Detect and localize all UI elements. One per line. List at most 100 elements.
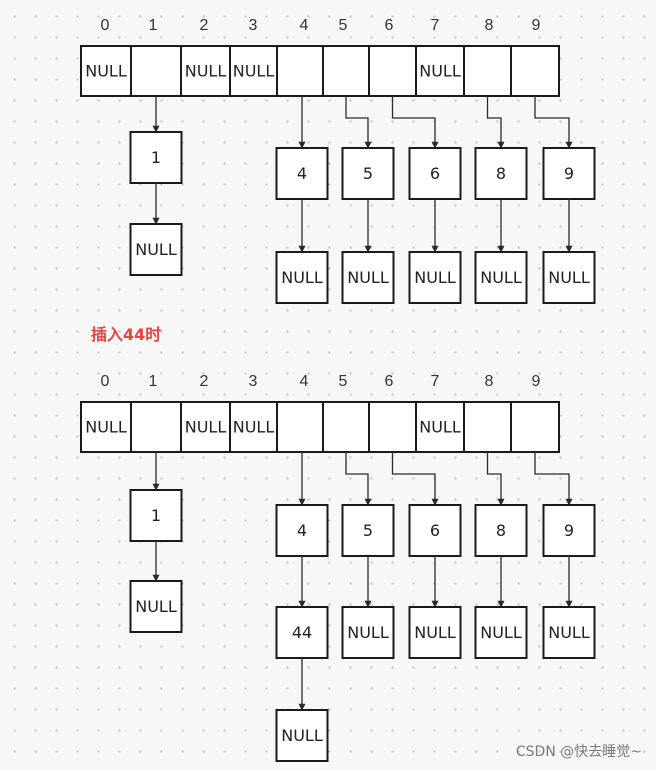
slot-index-label: 7 xyxy=(431,17,440,34)
chain-node-label: 1 xyxy=(151,506,161,525)
null-node xyxy=(408,606,462,659)
array-cell-2 xyxy=(180,401,231,453)
array-cell-5 xyxy=(322,45,370,97)
slot-index-label: 5 xyxy=(339,17,348,34)
null-node xyxy=(474,251,528,304)
array-cell-8 xyxy=(463,401,512,453)
chain-node-label: NULL xyxy=(414,268,456,287)
null-node xyxy=(341,606,395,659)
chain-node-label: 9 xyxy=(564,521,574,540)
slot-index-label: 1 xyxy=(149,373,158,390)
slot-index-label: 7 xyxy=(431,373,440,390)
chain-node-label: 8 xyxy=(496,164,506,183)
slot-index-label: 2 xyxy=(200,17,209,34)
pointer-arrow xyxy=(391,452,439,506)
chain-node-label: 1 xyxy=(151,148,161,167)
chain-node xyxy=(408,504,462,557)
null-node xyxy=(129,580,183,633)
chain-node-label: 44 xyxy=(292,623,312,642)
chain-node xyxy=(542,147,596,200)
chain-node xyxy=(341,504,395,557)
array-cell-4 xyxy=(276,45,324,97)
null-node xyxy=(275,251,329,304)
array-cell-label: NULL xyxy=(85,418,127,437)
slot-index-label: 9 xyxy=(532,373,541,390)
array-cell-9 xyxy=(510,401,560,453)
array-cell-8 xyxy=(463,45,512,97)
pointer-arrow xyxy=(345,452,372,506)
chain-node xyxy=(129,131,183,184)
null-node xyxy=(341,251,395,304)
array-cell-label: NULL xyxy=(419,62,461,81)
slot-index-label: 3 xyxy=(249,373,258,390)
slot-index-label: 0 xyxy=(101,17,110,34)
chain-node-label: NULL xyxy=(548,623,590,642)
insert-heading: 插入44时 xyxy=(91,325,161,344)
null-node xyxy=(275,709,329,762)
array-cell-0 xyxy=(80,45,132,97)
array-cell-1 xyxy=(130,401,182,453)
chain-node xyxy=(275,147,329,200)
array-cell-label: NULL xyxy=(233,62,275,81)
pointer-arrow xyxy=(391,96,439,149)
array-cell-label: NULL xyxy=(419,418,461,437)
array-cell-label: NULL xyxy=(233,418,275,437)
slot-index-label: 3 xyxy=(249,17,258,34)
null-node xyxy=(474,606,528,659)
chain-node-label: NULL xyxy=(281,726,323,745)
chain-node-label: NULL xyxy=(281,268,323,287)
array-cell-label: NULL xyxy=(185,418,227,437)
array-cell-6 xyxy=(368,45,417,97)
chain-node-label: 9 xyxy=(564,164,574,183)
pointer-arrow xyxy=(486,96,505,149)
array-cell-3 xyxy=(229,401,278,453)
array-cell-4 xyxy=(276,401,324,453)
slot-index-label: 6 xyxy=(385,17,394,34)
slot-index-label: 5 xyxy=(339,373,348,390)
array-cell-7 xyxy=(415,401,465,453)
chain-node-label: NULL xyxy=(414,623,456,642)
slot-index-label: 9 xyxy=(532,17,541,34)
chain-node-label: 4 xyxy=(297,521,307,540)
chain-node-label: 6 xyxy=(430,521,440,540)
chain-node-label: NULL xyxy=(480,268,522,287)
array-cell-label: NULL xyxy=(185,62,227,81)
array-cell-2 xyxy=(180,45,231,97)
chain-node xyxy=(275,504,329,557)
array-cell-label: NULL xyxy=(85,62,127,81)
array-cell-6 xyxy=(368,401,417,453)
null-node xyxy=(542,251,596,304)
null-node xyxy=(542,606,596,659)
array-cell-5 xyxy=(322,401,370,453)
array-cell-1 xyxy=(130,45,182,97)
chain-node-label: 4 xyxy=(297,164,307,183)
chain-node xyxy=(474,504,528,557)
chain-node-label: 6 xyxy=(430,164,440,183)
chain-node-label: NULL xyxy=(347,623,389,642)
chain-node-label: NULL xyxy=(548,268,590,287)
chain-node-label: NULL xyxy=(480,623,522,642)
pointer-arrow xyxy=(534,96,573,149)
null-node xyxy=(408,251,462,304)
pointer-arrow xyxy=(345,96,372,149)
slot-index-label: 8 xyxy=(485,373,494,390)
array-cell-3 xyxy=(229,45,278,97)
slot-index-label: 1 xyxy=(149,17,158,34)
array-cell-0 xyxy=(80,401,132,453)
chain-node xyxy=(408,147,462,200)
chain-node-label: NULL xyxy=(347,268,389,287)
null-node xyxy=(129,223,183,276)
chain-node-label: 5 xyxy=(363,164,373,183)
chain-node xyxy=(474,147,528,200)
chain-node xyxy=(129,489,183,542)
chain-node-label: NULL xyxy=(135,240,177,259)
chain-node xyxy=(341,147,395,200)
chain-node-label: 5 xyxy=(363,521,373,540)
slot-index-label: 0 xyxy=(101,373,110,390)
slot-index-label: 8 xyxy=(485,17,494,34)
pointer-arrow xyxy=(486,452,505,506)
chain-node-label: 8 xyxy=(496,521,506,540)
